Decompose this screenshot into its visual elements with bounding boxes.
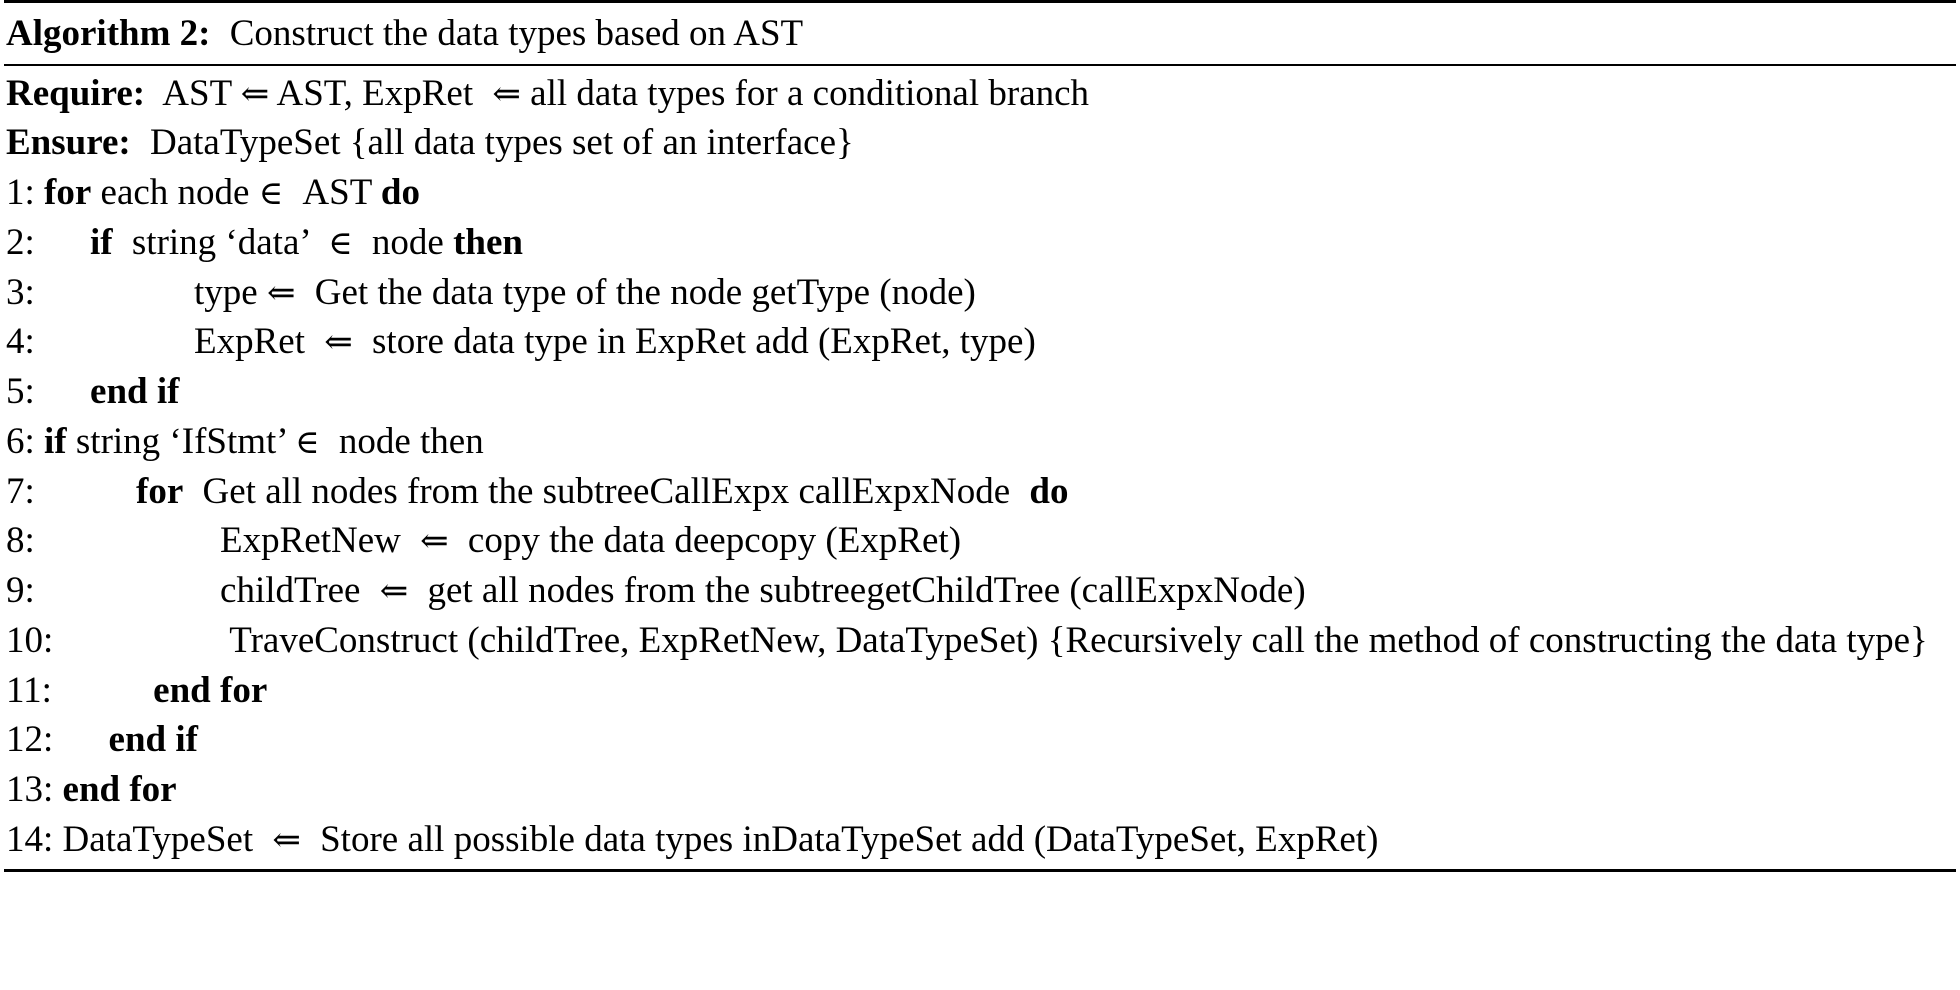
algorithm-line-7: 7: for Get all nodes from the subtreeCal…: [6, 467, 1954, 517]
element-of-icon: ∈: [328, 222, 353, 262]
line-text-a: each node: [100, 172, 250, 214]
keyword-do: do: [1029, 470, 1069, 512]
line-number: 11:: [6, 669, 52, 711]
line-number: 8:: [6, 520, 35, 562]
keyword-end-for: end for: [153, 669, 268, 711]
keyword-if: if: [90, 221, 113, 263]
line-text-b: AST: [302, 172, 372, 214]
algorithm-line-1: 1: for each node ∈ AST do: [6, 168, 1954, 218]
require-text-a: AST: [162, 72, 232, 114]
algorithm-caption-title: Construct the data types based on AST: [229, 13, 804, 54]
line-number: 9:: [6, 570, 35, 612]
line-text-b: node: [371, 221, 444, 263]
keyword-end-if: end if: [108, 719, 198, 761]
gets-arrow-icon: ⇐: [324, 322, 353, 363]
element-of-icon: ∈: [295, 421, 320, 461]
line-number: 13:: [6, 769, 54, 811]
assign-rhs: get all nodes from the subtreegetChildTr…: [427, 570, 1306, 612]
keyword-do: do: [380, 172, 420, 214]
keyword-if: if: [44, 420, 67, 462]
algorithm-line-9: 9: childTree ⇐ get all nodes from the su…: [6, 566, 1954, 616]
algorithm-caption-label: Algorithm 2:: [6, 13, 211, 54]
ensure-label: Ensure:: [6, 122, 131, 164]
keyword-for: for: [136, 470, 184, 512]
line-number: 2:: [6, 221, 35, 263]
top-rule: [4, 0, 1956, 3]
line-text-a: Get all nodes from the subtreeCallExpx c…: [202, 470, 1011, 512]
assign-lhs: ExpRetNew: [220, 520, 401, 562]
algorithm-caption: Algorithm 2: Construct the data types ba…: [4, 3, 1956, 64]
line-number: 14:: [6, 818, 54, 860]
algorithm-body: Require: AST ⇐ AST, ExpRet ⇐ all data ty…: [4, 66, 1956, 869]
algorithm-line-13: 13: end for: [6, 765, 1954, 815]
assign-lhs: childTree: [220, 570, 361, 612]
assign-rhs: Store all possible data types inDataType…: [320, 818, 1379, 860]
line-text-b: node then: [338, 420, 484, 462]
bottom-rule: [4, 868, 1956, 872]
line-text: TraveConstruct (childTree, ExpRetNew, Da…: [229, 619, 1928, 661]
algorithm-line-6: 6: if string ‘IfStmt’ ∈ node then: [6, 417, 1954, 467]
algorithm-line-8: 8: ExpRetNew ⇐ copy the data deepcopy (E…: [6, 516, 1954, 566]
line-text-a: string ‘data’: [131, 221, 309, 263]
require-text-b: AST, ExpRet: [276, 72, 474, 114]
line-number: 7:: [6, 470, 35, 512]
gets-arrow-icon: ⇐: [272, 819, 301, 860]
gets-arrow-icon: ⇐: [240, 73, 270, 114]
line-number: 3:: [6, 271, 35, 313]
line-number: 4:: [6, 321, 35, 363]
algorithm-line-11: 11: end for: [6, 666, 1954, 716]
algorithm-line-4: 4: ExpRet ⇐ store data type in ExpRet ad…: [6, 317, 1954, 367]
keyword-end-for: end for: [62, 769, 177, 811]
assign-rhs: copy the data deepcopy (ExpRet): [467, 520, 962, 562]
gets-arrow-icon-2: ⇐: [492, 73, 521, 114]
algorithm-line-2: 2: if string ‘data’ ∈ node then: [6, 218, 1954, 268]
line-number: 10:: [6, 619, 54, 661]
assign-rhs: Get the data type of the node getType (n…: [314, 271, 976, 313]
keyword-for: for: [44, 172, 92, 214]
keyword-then: then: [453, 221, 523, 263]
algorithm-line-12: 12: end if: [6, 715, 1954, 765]
require-text-c: all data types for a conditional branch: [530, 72, 1090, 114]
line-text-a: string ‘IfStmt’: [75, 420, 286, 462]
algorithm-line-3: 3: type ⇐ Get the data type of the node …: [6, 268, 1954, 318]
assign-lhs: DataTypeSet: [62, 818, 254, 860]
assign-lhs: ExpRet: [194, 321, 306, 363]
line-number: 12:: [6, 719, 54, 761]
algorithm-line-5: 5: end if: [6, 367, 1954, 417]
algorithm-line-10: 10: TraveConstruct (childTree, ExpRetNew,…: [6, 616, 1954, 666]
element-of-icon: ∈: [258, 173, 284, 213]
gets-arrow-icon: ⇐: [379, 571, 409, 612]
gets-arrow-icon: ⇐: [420, 521, 449, 562]
line-number: 6:: [6, 420, 35, 462]
assign-rhs: store data type in ExpRet add (ExpRet, t…: [372, 321, 1036, 363]
ensure-line: Ensure: DataTypeSet {all data types set …: [6, 118, 1954, 168]
gets-arrow-icon: ⇐: [266, 272, 296, 313]
line-number: 5:: [6, 371, 35, 413]
caption-rule: [4, 63, 1956, 66]
ensure-text: DataTypeSet {all data types set of an in…: [149, 122, 854, 164]
assign-lhs: type: [194, 271, 258, 313]
algorithm-block: Algorithm 2: Construct the data types ba…: [4, 0, 1956, 872]
algorithm-line-14: 14: DataTypeSet ⇐ Store all possible dat…: [6, 815, 1954, 865]
require-line: Require: AST ⇐ AST, ExpRet ⇐ all data ty…: [6, 69, 1954, 119]
keyword-end-if: end if: [90, 371, 180, 413]
line-number: 1:: [6, 172, 35, 214]
require-label: Require:: [6, 72, 146, 114]
